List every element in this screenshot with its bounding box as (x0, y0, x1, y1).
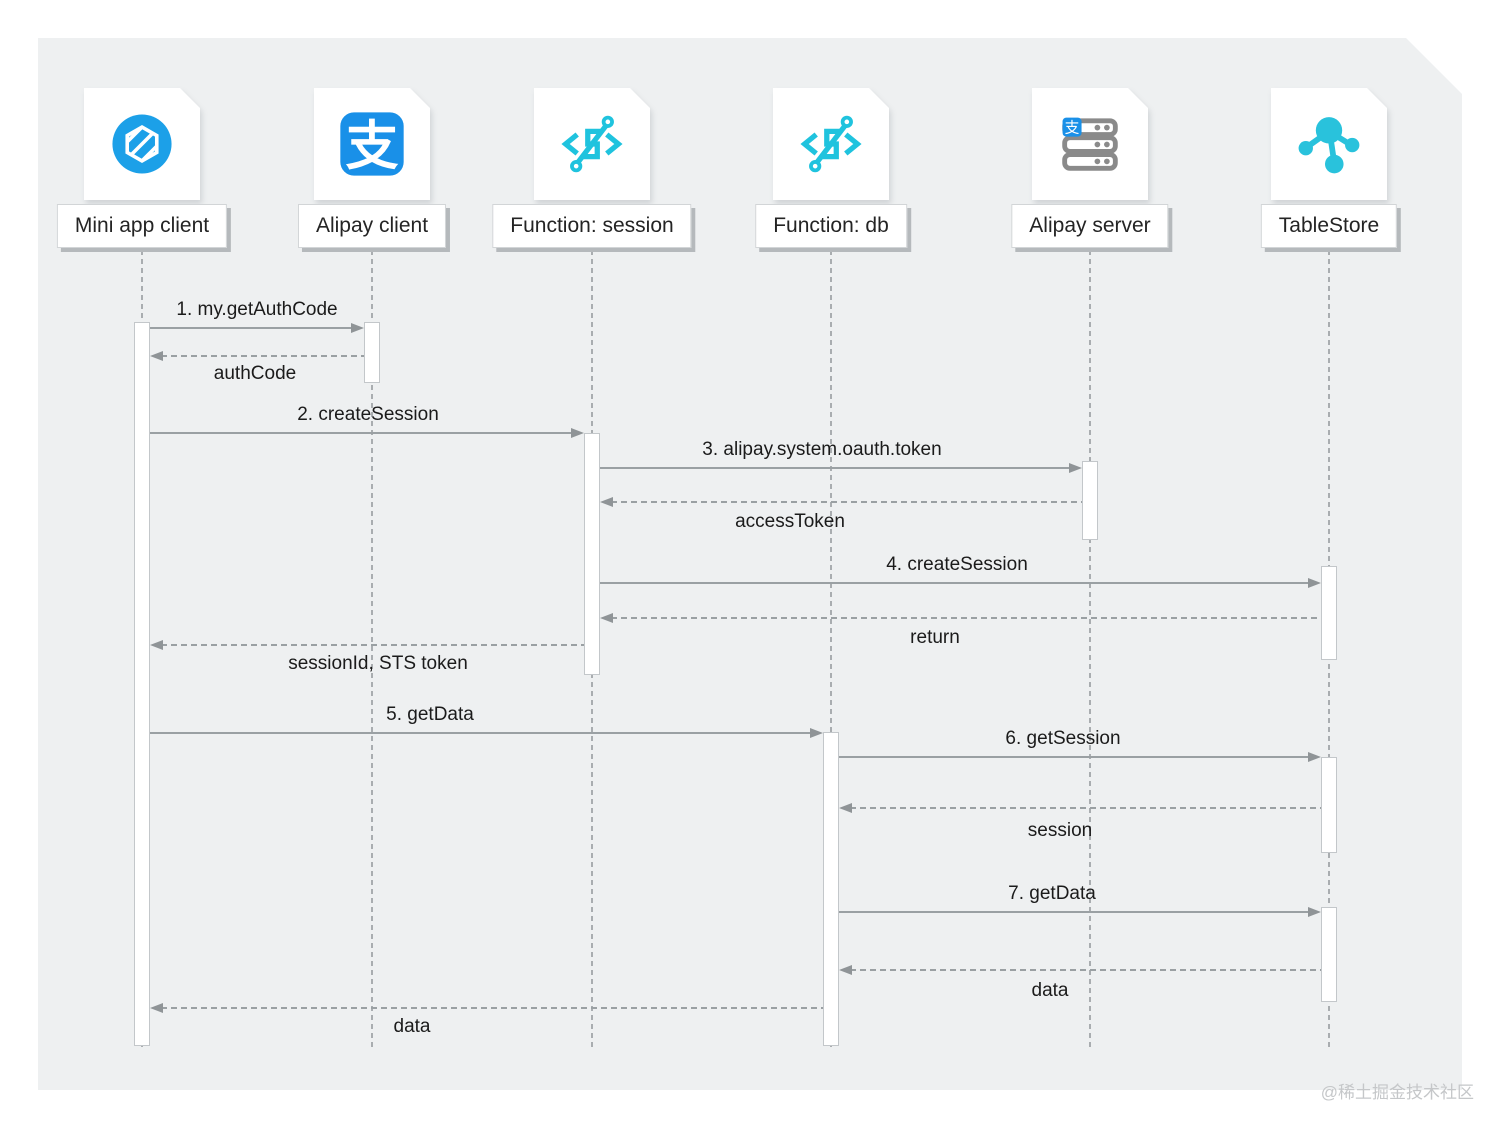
svg-text:支: 支 (346, 116, 399, 177)
participant-label-mini-app-client: Mini app client (56, 204, 228, 248)
message-label: 6. getSession (1005, 728, 1121, 749)
reply-return (600, 612, 1321, 623)
message-4-createsession (600, 577, 1321, 588)
participant-label-alipay-server: Alipay server (1011, 204, 1169, 248)
arrowhead-icon (1069, 462, 1082, 473)
arrowhead-icon (1308, 751, 1321, 762)
reply-authcode (150, 350, 364, 361)
participant-alipay-client: 支 (314, 88, 430, 200)
message-2-createsession (150, 427, 584, 438)
message-1-my-getauthcode (150, 322, 364, 333)
message-label: data (393, 1016, 431, 1037)
arrowhead-icon (600, 496, 613, 507)
arrowhead-icon (1308, 906, 1321, 917)
arrowhead-icon (150, 350, 163, 361)
function-compute-icon (773, 88, 889, 200)
participant-alipay-server: 支 (1032, 88, 1148, 200)
message-6-getsession (839, 751, 1321, 762)
activation-bar-tablestore-1 (1321, 566, 1337, 660)
activation-bar-alipay-client (364, 322, 380, 383)
message-label: sessionId, STS token (288, 653, 468, 674)
message-label: return (910, 627, 960, 648)
message-label: 3. alipay.system.oauth.token (702, 439, 942, 460)
message-label: 7. getData (1008, 883, 1096, 904)
message-label: authCode (213, 363, 297, 384)
participant-tablestore (1271, 88, 1387, 200)
participant-function-session (534, 88, 650, 200)
function-compute-icon (534, 88, 650, 200)
alipay-server-icon: 支 (1032, 88, 1148, 200)
mini-app-icon (84, 88, 200, 200)
arrowhead-icon (150, 1002, 163, 1013)
activation-bar-mini-app-client (134, 322, 150, 1046)
arrowhead-icon (839, 802, 852, 813)
tablestore-icon (1271, 88, 1387, 200)
message-5-getdata (150, 727, 823, 738)
lifeline-alipay-client (371, 250, 373, 1048)
arrowhead-icon (1308, 577, 1321, 588)
participant-mini-app-client (84, 88, 200, 200)
arrowhead-icon (839, 964, 852, 975)
message-label: 5. getData (386, 704, 474, 725)
message-label: session (1027, 820, 1093, 841)
participant-label-function-db: Function: db (755, 204, 907, 248)
message-label: 1. my.getAuthCode (176, 299, 338, 320)
lifeline-function-db (830, 250, 832, 1048)
reply-session (839, 802, 1321, 813)
message-3-oauth-token (600, 462, 1082, 473)
diagram-canvas (38, 38, 1462, 1090)
arrowhead-icon (571, 427, 584, 438)
arrowhead-icon (351, 322, 364, 333)
arrowhead-icon (600, 612, 613, 623)
activation-bar-function-db (823, 732, 839, 1046)
participant-label-alipay-client: Alipay client (297, 204, 447, 248)
message-7-getdata (839, 906, 1321, 917)
message-label: 2. createSession (297, 404, 439, 425)
message-label: 4. createSession (886, 554, 1028, 575)
participant-label-tablestore: TableStore (1260, 204, 1398, 248)
reply-data-client (150, 1002, 823, 1013)
alipay-icon: 支 (314, 88, 430, 200)
reply-data-tablestore (839, 964, 1321, 975)
message-label: data (1031, 980, 1069, 1001)
activation-bar-alipay-server (1082, 461, 1098, 540)
lifeline-alipay-server (1089, 250, 1091, 1048)
watermark: @稀土掘金技术社区 (1320, 1083, 1474, 1102)
message-label: accessToken (735, 511, 845, 532)
reply-accesstoken (600, 496, 1082, 507)
svg-text:支: 支 (1065, 119, 1080, 136)
arrowhead-icon (810, 727, 823, 738)
activation-bar-tablestore-2 (1321, 757, 1337, 853)
reply-sessionid-sts-token (150, 639, 584, 650)
arrowhead-icon (150, 639, 163, 650)
participant-label-function-session: Function: session (492, 204, 692, 248)
activation-bar-function-session (584, 433, 600, 675)
activation-bar-tablestore-3 (1321, 907, 1337, 1002)
participant-function-db (773, 88, 889, 200)
